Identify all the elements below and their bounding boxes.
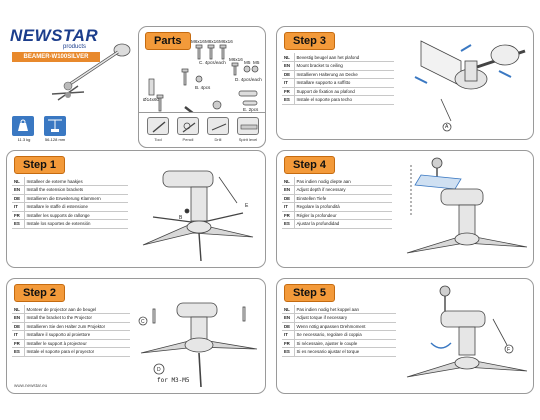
spec-weight-label: 11.3 kg	[17, 137, 31, 142]
tool-label-1: Tool	[154, 137, 162, 142]
brand-name: NEWSTAR	[10, 26, 99, 45]
step4-title: Step 4	[284, 156, 336, 174]
step4-illustration	[406, 157, 528, 254]
tool-label-2: Pencil	[182, 137, 194, 142]
step2-label-d: D	[157, 367, 161, 373]
step2-label-c: C	[141, 319, 145, 325]
brand-logo: NEWSTAR products	[10, 26, 100, 50]
part-m5-b: M5	[253, 60, 260, 65]
parts-illustration	[148, 44, 259, 122]
parts-title: Parts	[145, 32, 191, 50]
spec-distance-label: 56-128 mm	[44, 137, 66, 142]
step3-title: Step 3	[284, 32, 336, 50]
spec-distance: 56-128 mm	[40, 116, 70, 142]
product-illustration	[51, 43, 131, 101]
step5-title: Step 5	[284, 284, 336, 302]
part-d-label: D. 4pcs/each	[235, 77, 262, 82]
part-c-label: C. 4pcs/each	[199, 60, 226, 65]
part-c-size2: M8x16	[205, 39, 219, 44]
part-c-size3: M6x16	[219, 39, 233, 44]
step3-label-a: A	[445, 124, 449, 130]
spec-weight: 11.3 kg	[12, 116, 36, 142]
part-anchor-size: Ø14x60	[143, 97, 160, 102]
tool-label-4: Spirit level	[238, 137, 258, 142]
part-b-label: B. 4pcs	[195, 85, 211, 90]
step1-label-e: E	[245, 203, 249, 209]
tools-panel: Tool Pencil Drill Spirit level	[138, 112, 266, 148]
brand-sub: products	[62, 44, 86, 50]
step1-illustration	[142, 170, 254, 262]
website-link[interactable]: www.newstar.eu	[14, 383, 48, 388]
step5-illustration	[406, 285, 528, 378]
part-c-size1: M6x16	[191, 39, 205, 44]
step1-label-b: B	[179, 215, 183, 221]
step2-note: for M3-M5	[157, 377, 190, 384]
step3-illustration	[414, 40, 526, 132]
screwdriver-icon	[147, 117, 169, 135]
step1-title: Step 1	[14, 156, 66, 174]
drill-icon	[207, 117, 229, 135]
step2-title: Step 2	[14, 284, 66, 302]
spirit-level-icon	[237, 117, 259, 135]
part-d-size: M6x16	[229, 57, 243, 62]
tool-label-3: Drill	[214, 137, 222, 142]
step5-label-f: F	[507, 347, 511, 353]
weight-icon	[12, 116, 34, 136]
step2-illustration	[138, 302, 258, 388]
model-label: BEAMER-W100SILVER	[12, 52, 100, 62]
pencil-icon	[177, 117, 199, 135]
part-e-label: E. 2pcs	[243, 107, 259, 112]
part-m5-a: M5	[244, 60, 251, 65]
ceiling-distance-icon	[44, 116, 66, 136]
